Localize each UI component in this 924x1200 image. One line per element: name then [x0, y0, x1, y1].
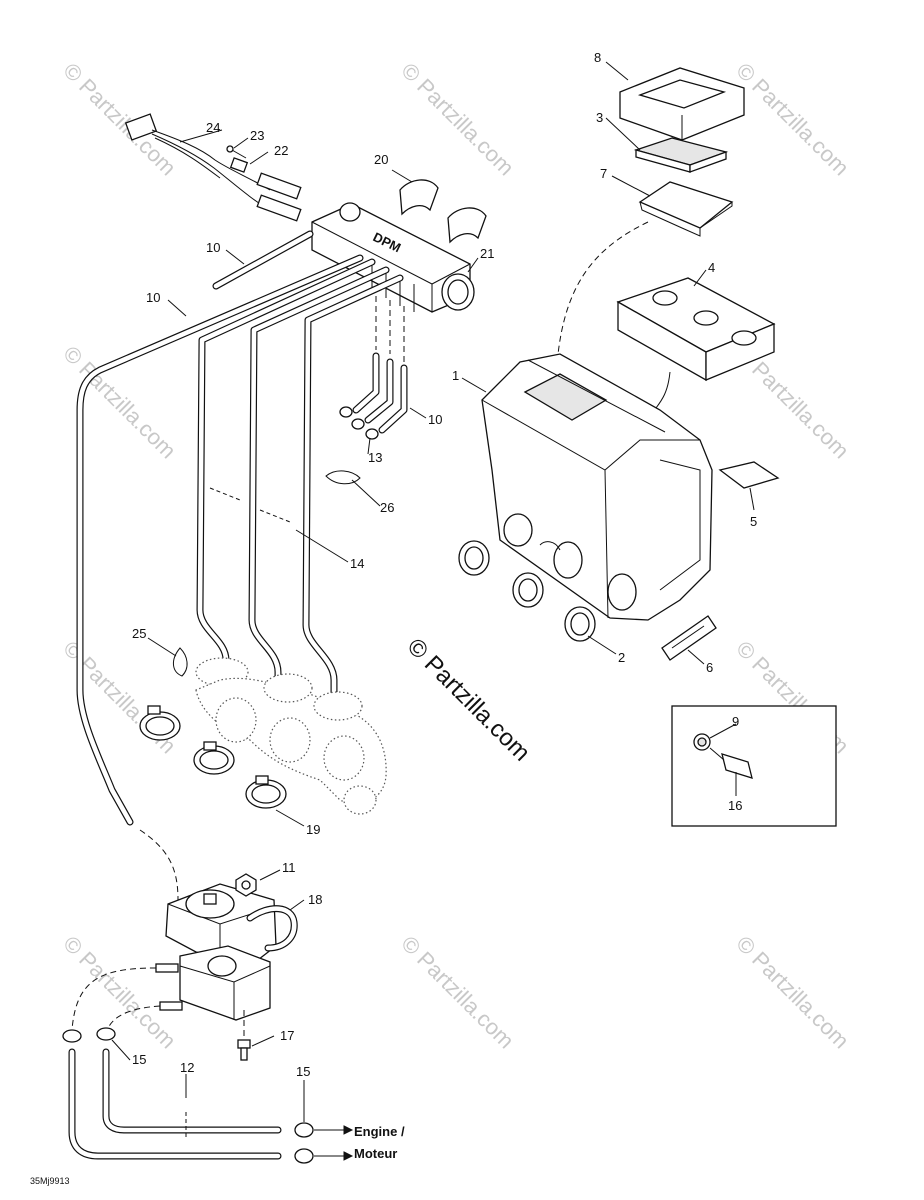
- callout-4: 4: [708, 260, 715, 275]
- small-gasket: [718, 461, 780, 489]
- assembly-guide-line: [555, 221, 649, 381]
- callout-6: 6: [706, 660, 713, 675]
- drawing-code: 35Mj9913: [30, 1176, 70, 1186]
- callout-19: 19: [306, 822, 320, 837]
- watermark: © Partzilla.com: [396, 931, 519, 1054]
- bolt: [237, 1010, 251, 1061]
- silencer-foam: [616, 277, 776, 382]
- detail-box: [671, 705, 837, 827]
- rail-clamps: [399, 179, 487, 244]
- callout-8: 8: [594, 50, 601, 65]
- fuel-lines: [196, 258, 404, 724]
- grommets: [458, 540, 596, 642]
- return-hose: [76, 254, 364, 826]
- callout-14: 14: [350, 556, 364, 571]
- callout-15: 15: [132, 1052, 146, 1067]
- callout-10b: 10: [146, 290, 160, 305]
- callout-21: 21: [480, 246, 494, 261]
- airbox-filter-pad: [633, 137, 729, 173]
- callout-11: 11: [282, 860, 296, 875]
- callout-15b: 15: [296, 1064, 310, 1079]
- assembly-guide-line: [655, 371, 671, 409]
- vent-hose-short: [212, 230, 314, 290]
- hose-clamps: [139, 705, 287, 809]
- callout-24: 24: [206, 120, 220, 135]
- callout-1: 1: [452, 368, 459, 383]
- callout-20: 20: [374, 152, 388, 167]
- callout-17: 17: [280, 1028, 294, 1043]
- leader-lines: [111, 61, 755, 1122]
- regulator-hose: [246, 905, 298, 952]
- callout-3: 3: [596, 110, 603, 125]
- engine-label-line2: Moteur: [354, 1146, 397, 1161]
- callout-12: 12: [180, 1060, 194, 1075]
- center-leader-lines: [185, 487, 291, 1140]
- callout-23: 23: [250, 128, 264, 143]
- airbox-foam-frame: [619, 67, 745, 141]
- callout-7: 7: [600, 166, 607, 181]
- callout-22: 22: [274, 143, 288, 158]
- callout-10c: 10: [428, 412, 442, 427]
- callout-25: 25: [132, 626, 146, 641]
- throttle-bodies: [195, 657, 387, 815]
- engine-label-line1: Engine /: [354, 1124, 405, 1139]
- supply-hoses: [62, 967, 282, 1160]
- nut-hole: [241, 880, 251, 890]
- watermark: © Partzilla.com: [731, 931, 854, 1054]
- watermark: © Partzilla.com: [731, 58, 854, 181]
- callout-26: 26: [380, 500, 394, 515]
- callout-2: 2: [618, 650, 625, 665]
- callout-9: 9: [732, 714, 739, 729]
- airbox-cover-plate: [638, 181, 734, 237]
- injectors: [229, 157, 302, 222]
- watermark: © Partzilla.com: [58, 58, 181, 181]
- intake-silencer-housing: [481, 353, 713, 621]
- small-clamps: [339, 406, 379, 440]
- elbow-hoses: [352, 296, 408, 434]
- temperature-sensor: [693, 733, 753, 779]
- callout-18: 18: [308, 892, 322, 907]
- assembly-guide-line: [139, 829, 179, 901]
- outlet-clamps: [294, 1122, 354, 1164]
- screw: [226, 145, 247, 159]
- cable-tie: [173, 647, 188, 677]
- pressure-regulator: [155, 883, 277, 1021]
- callout-10: 10: [206, 240, 220, 255]
- watermark: © Partzilla.com: [396, 58, 519, 181]
- wire-harness: [124, 113, 271, 211]
- callout-13: 13: [368, 450, 382, 465]
- callout-5: 5: [750, 514, 757, 529]
- mounting-strip: [661, 615, 717, 661]
- callout-16: 16: [728, 798, 742, 813]
- hose-clip: [325, 470, 361, 485]
- callouts: 8 3 7 4 1 5 2 6 9 16 20 21 22 23 24 10 1…: [132, 50, 757, 1079]
- center-watermark: © Partzilla.com: [402, 633, 535, 766]
